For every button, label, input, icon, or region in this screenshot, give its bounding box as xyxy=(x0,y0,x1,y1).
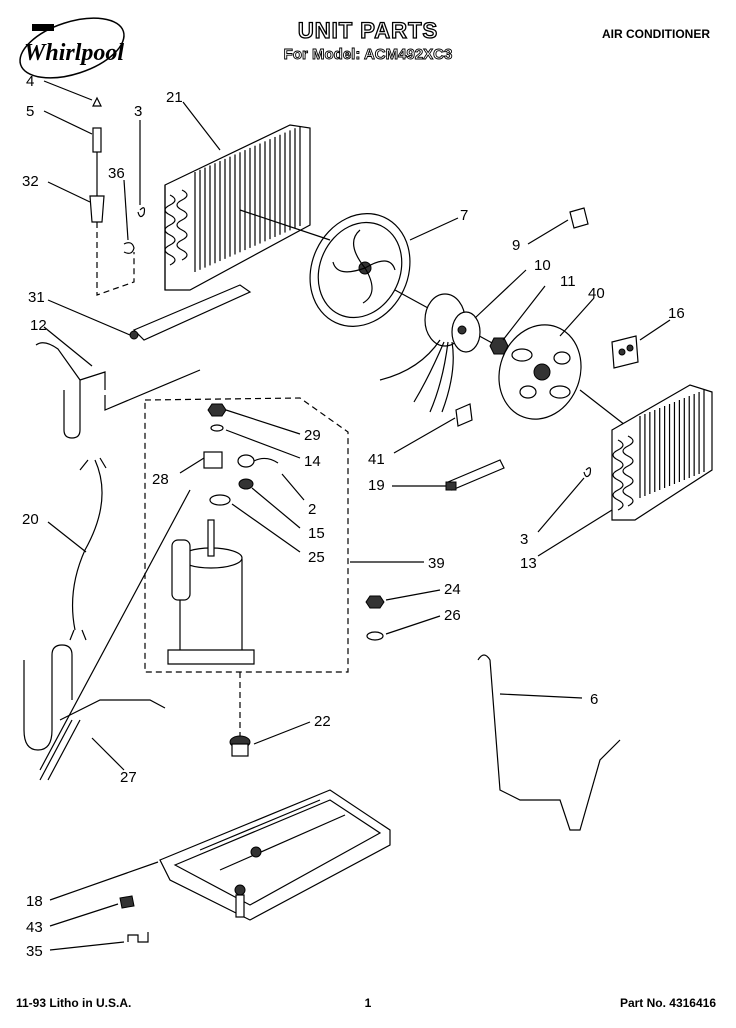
part-harness-20 xyxy=(69,457,107,641)
callout: 25 xyxy=(308,549,325,566)
callout: 11 xyxy=(560,273,576,290)
callout: 27 xyxy=(120,769,137,786)
callout: 24 xyxy=(444,581,461,598)
part-nut-29 xyxy=(207,403,227,417)
model-subtitle: For Model: ACM492XC3 xyxy=(283,46,453,64)
leader-lines xyxy=(43,80,671,951)
callout-numbers: 4 5 3 21 32 36 7 9 10 11 40 31 12 16 29 … xyxy=(22,73,685,960)
part-grommet-2 xyxy=(238,478,254,490)
callout: 5 xyxy=(26,103,34,120)
callout: 43 xyxy=(26,919,43,936)
part-fitting-32 xyxy=(89,152,105,223)
part-mount-22 xyxy=(229,735,251,757)
part-heater-19 xyxy=(445,459,505,491)
part-evaporator-coil-13 xyxy=(611,384,713,521)
page-title: UNIT PARTS xyxy=(297,17,439,43)
callout: 12 xyxy=(30,317,47,334)
callout: 7 xyxy=(460,207,468,224)
part-clip-36 xyxy=(123,242,135,254)
category-label: AIR CONDITIONER xyxy=(602,27,710,41)
part-tube-12 xyxy=(35,342,106,439)
part-rod-6 xyxy=(477,654,621,831)
part-clip-3-top xyxy=(137,207,146,218)
part-cap-4 xyxy=(92,96,102,107)
callout: 35 xyxy=(26,943,43,960)
part-washer-26 xyxy=(366,631,384,641)
callout: 16 xyxy=(668,305,685,322)
part-washer-29b xyxy=(210,424,224,432)
callout: 3 xyxy=(134,103,142,120)
part-gasket-15 xyxy=(209,494,231,506)
callout: 19 xyxy=(368,477,385,494)
callout: 39 xyxy=(428,555,445,572)
part-overload-14 xyxy=(237,454,279,468)
callout: 20 xyxy=(22,511,39,528)
callout: 2 xyxy=(308,501,316,518)
part-nut-24 xyxy=(365,595,385,609)
part-clip-3-right xyxy=(583,467,592,478)
callout: 14 xyxy=(304,453,321,470)
callout: 26 xyxy=(444,607,461,624)
part-terminal-28 xyxy=(203,451,223,469)
callout: 29 xyxy=(304,427,321,444)
part-condenser-coil-21 xyxy=(164,124,311,291)
callout: 41 xyxy=(368,451,385,468)
part-relay-41 xyxy=(455,403,473,427)
callout: 18 xyxy=(26,893,43,910)
part-tube-31 xyxy=(129,284,252,341)
callout: 3 xyxy=(520,531,528,548)
footer-litho-note: 11-93 Litho in U.S.A. xyxy=(16,996,132,1010)
callout: 6 xyxy=(590,691,598,708)
part-clip-35 xyxy=(127,932,149,943)
part-fan-7 xyxy=(309,213,411,327)
part-screw-43 xyxy=(119,895,135,909)
part-switch-16 xyxy=(611,335,639,369)
footer-page-number: 1 xyxy=(364,996,372,1010)
callout: 22 xyxy=(314,713,331,730)
part-clamp-9 xyxy=(569,207,589,229)
callout: 15 xyxy=(308,525,325,542)
callout: 10 xyxy=(534,257,551,274)
callout: 36 xyxy=(108,165,125,182)
part-base-pan-18 xyxy=(159,789,391,921)
part-tube-27 xyxy=(23,644,166,781)
callout: 13 xyxy=(520,555,537,572)
callout: 9 xyxy=(512,237,520,254)
callout: 31 xyxy=(28,289,45,306)
part-valve-core-5 xyxy=(92,127,102,153)
callout: 40 xyxy=(588,285,605,302)
brand-wordmark: Whirlpool xyxy=(24,40,124,66)
part-motor-10 xyxy=(379,289,506,413)
part-compressor-25 xyxy=(167,519,255,665)
footer-part-number: Part No. 4316416 xyxy=(619,996,716,1010)
callout: 21 xyxy=(166,89,183,106)
callout: 4 xyxy=(26,73,34,90)
callout: 32 xyxy=(22,173,39,190)
part-blower-wheel-40 xyxy=(498,324,582,420)
whirlpool-logo: Whirlpool xyxy=(19,17,125,79)
callout: 28 xyxy=(152,471,169,488)
